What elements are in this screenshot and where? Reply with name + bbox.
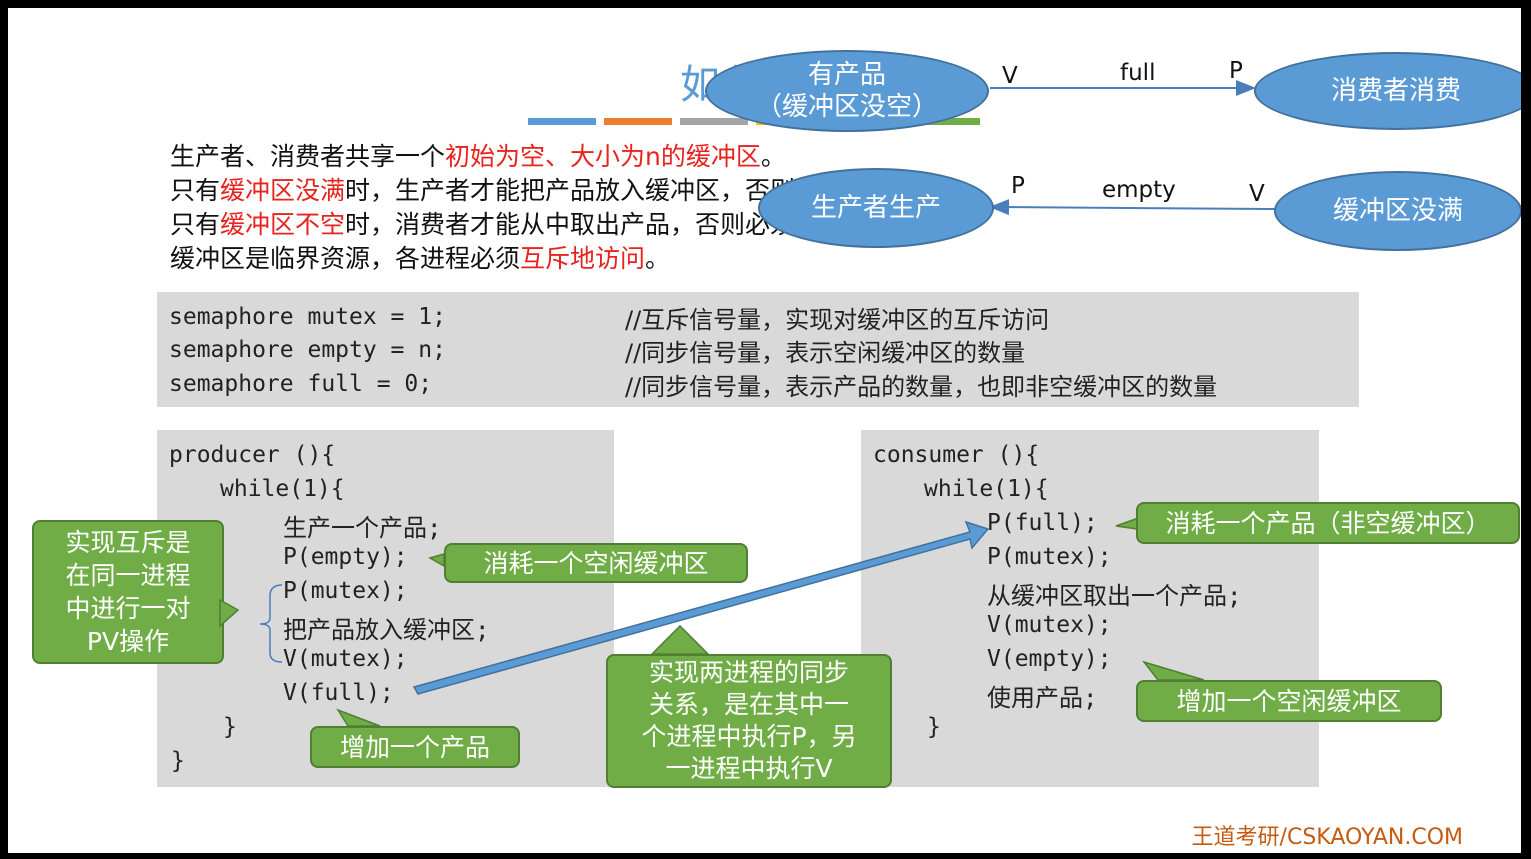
title-stripe-green <box>908 118 980 125</box>
producer-line-v-mutex: V(mutex); <box>283 646 408 672</box>
sync-arrow <box>412 520 990 695</box>
producer-line-v-full: V(full); <box>283 680 394 706</box>
callout-consume-product: 消耗一个产品（非空缓冲区） <box>1136 502 1520 544</box>
slide: 如何实现 生产者、消费者共享一个初始为空、大小为n的缓冲区。 只有缓冲区没满时，… <box>8 8 1521 853</box>
consumer-line-use: 使用产品; <box>987 684 1098 712</box>
consumer-code-block: consumer (){ while(1){ P(full); P(mutex)… <box>861 430 1319 787</box>
consumer-line-take: 从缓冲区取出一个产品; <box>987 582 1242 610</box>
mutex-bracket <box>259 584 283 663</box>
callout-add-product: 增加一个产品 <box>310 726 520 768</box>
semaphore-declarations: semaphore mutex = 1; //互斥信号量，实现对缓冲区的互斥访问… <box>157 292 1359 407</box>
label-v-bottom: V <box>1249 181 1265 207</box>
label-v-top: V <box>1002 63 1018 89</box>
producer-line-p-empty: P(empty); <box>283 544 408 570</box>
node-producer-produce: 生产者生产 <box>758 168 994 248</box>
callout-mutex-pair: 实现互斥是 在同一进程 中进行一对 PV操作 <box>32 520 224 664</box>
semaphore-full-comment: //同步信号量，表示产品的数量，也即非空缓冲区的数量 <box>625 373 1218 401</box>
connector-layer <box>259 80 1277 695</box>
callout-sync-note: 实现两进程的同步 关系，是在其中一 个进程中执行P，另 一进程中执行V <box>606 654 892 788</box>
title-stripe-gray <box>680 118 748 125</box>
empty-arrow <box>989 199 1277 216</box>
consumer-line-v-empty: V(empty); <box>987 646 1112 672</box>
producer-header: producer (){ <box>169 442 336 468</box>
consumer-line-p-full: P(full); <box>987 510 1098 536</box>
callout-add-empty: 增加一个空闲缓冲区 <box>1136 680 1442 722</box>
semaphore-mutex-code: semaphore mutex = 1; <box>169 304 446 330</box>
footer-watermark: 王道考研/CSKAOYAN.COM <box>1191 825 1463 850</box>
semaphore-empty-code: semaphore empty = n; <box>169 337 446 363</box>
producer-line-produce: 生产一个产品; <box>283 514 442 542</box>
node-has-product: 有产品（缓冲区没空） <box>705 50 989 132</box>
callout-consume-empty: 消耗一个空闲缓冲区 <box>444 543 748 583</box>
producer-line-put: 把产品放入缓冲区; <box>283 616 490 644</box>
producer-close-inner: } <box>223 714 237 740</box>
consumer-line-v-mutex: V(mutex); <box>987 612 1112 638</box>
intro-line-4: 缓冲区是临界资源，各进程必须互斥地访问。 <box>170 244 671 273</box>
title-stripe-blue <box>528 118 596 125</box>
producer-loop: while(1){ <box>220 476 345 502</box>
consumer-line-p-mutex: P(mutex); <box>987 544 1112 570</box>
label-empty: empty <box>1102 177 1176 203</box>
label-p-bottom: P <box>1011 173 1025 199</box>
node-consumer-consume: 消费者消费 <box>1254 52 1521 130</box>
producer-close-outer: } <box>171 748 185 774</box>
consumer-close-inner: } <box>927 714 941 740</box>
semaphore-full-code: semaphore full = 0; <box>169 371 433 397</box>
label-p-top: P <box>1229 58 1243 84</box>
label-full: full <box>1120 60 1156 86</box>
intro-line-1: 生产者、消费者共享一个初始为空、大小为n的缓冲区。 <box>170 142 786 171</box>
consumer-loop: while(1){ <box>924 476 1049 502</box>
consumer-header: consumer (){ <box>873 442 1040 468</box>
semaphore-empty-comment: //同步信号量，表示空闲缓冲区的数量 <box>625 339 1026 367</box>
title-stripe-orange <box>604 118 672 125</box>
producer-line-p-mutex: P(mutex); <box>283 578 408 604</box>
semaphore-mutex-comment: //互斥信号量，实现对缓冲区的互斥访问 <box>625 306 1050 334</box>
node-buffer-not-full: 缓冲区没满 <box>1274 171 1521 251</box>
